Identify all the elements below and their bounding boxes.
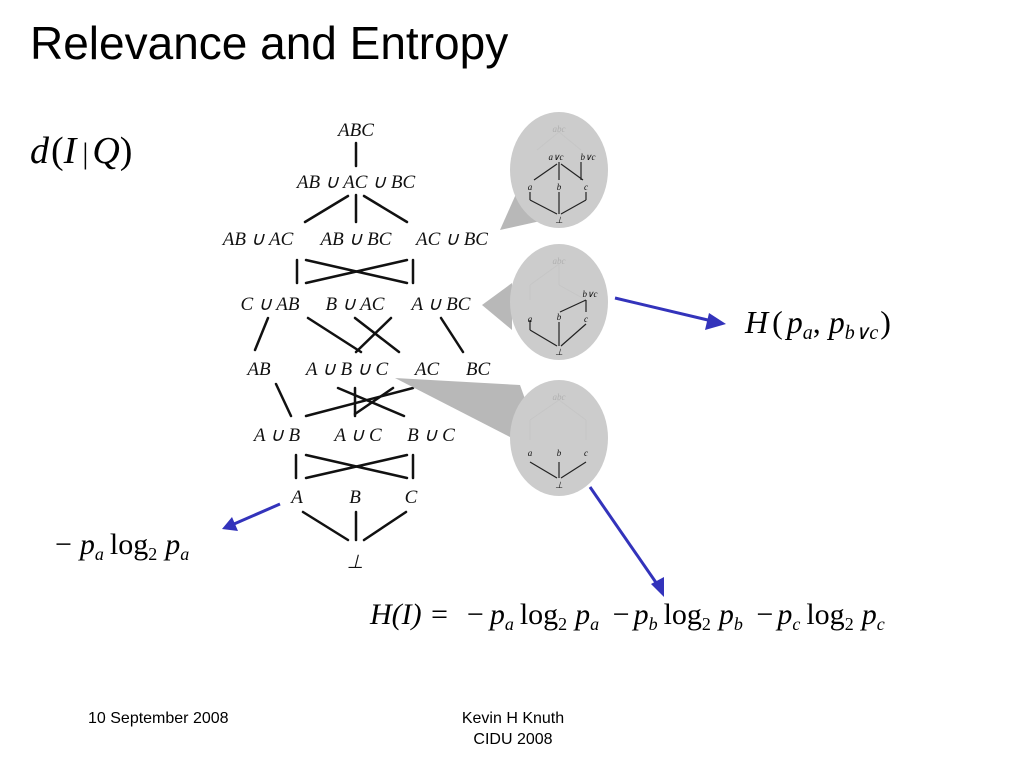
lattice-node: A ∪ B	[252, 425, 301, 446]
distance-formula: d(I|Q)	[30, 130, 132, 172]
mini-lattice-bubble-bottom: abc a b c ⊥	[510, 380, 608, 496]
lattice-node: B ∪ AC	[326, 294, 385, 315]
svg-text:b: b	[557, 448, 562, 458]
footer-event: CIDU 2008	[473, 730, 553, 748]
svg-text:a: a	[528, 448, 533, 458]
lattice-node: A	[289, 487, 303, 508]
mini-lattice-bubble-middle: abc b∨c a b c ⊥	[510, 244, 608, 360]
svg-text:c: c	[584, 314, 588, 324]
lattice-top: ABC	[336, 120, 374, 141]
svg-text:c: c	[584, 448, 588, 458]
svg-text:⊥: ⊥	[555, 347, 563, 357]
lattice-node: C	[405, 487, 418, 508]
svg-text:b: b	[557, 312, 562, 322]
hypothesis-lattice	[253, 141, 465, 542]
lattice-bottom: ⊥	[347, 552, 364, 573]
lattice-node: C ∪ AB	[241, 294, 300, 315]
footer-author: Kevin H Knuth CIDU 2008	[448, 709, 578, 751]
callout-pointer-bottom	[395, 378, 545, 455]
svg-text:a: a	[528, 182, 533, 192]
svg-text:abc: abc	[553, 392, 566, 402]
svg-text:abc: abc	[553, 256, 566, 266]
lattice-node: AB ∪ BC	[319, 229, 392, 250]
callout-pointer-middle	[482, 283, 512, 330]
lattice-node: B	[349, 487, 361, 508]
lattice-node: AB	[245, 359, 271, 380]
lattice-node: BC	[466, 359, 491, 380]
lattice-node: A ∪ BC	[410, 294, 471, 315]
lattice-node: AB ∪ AC	[221, 229, 294, 250]
lattice-node: AC	[413, 359, 440, 380]
blue-arrows	[222, 296, 726, 597]
lattice-node: AB ∪ AC ∪ BC	[295, 172, 416, 193]
footer-author-name: Kevin H Knuth	[461, 710, 565, 727]
svg-text:b∨c: b∨c	[582, 289, 597, 299]
lattice-node: B ∪ C	[407, 425, 455, 446]
svg-text:b: b	[557, 182, 562, 192]
svg-text:⊥: ⊥	[555, 480, 563, 490]
lattice-node: AC ∪ BC	[414, 229, 488, 250]
svg-text:a∨c: a∨c	[548, 152, 563, 162]
svg-text:a: a	[528, 314, 533, 324]
pair-entropy-formula: H(pa,pb∨c)	[744, 304, 891, 344]
mini-lattice-bubble-top: abc a∨c b∨c a b c ⊥	[510, 112, 608, 228]
footer-date: 10 September 2008	[88, 710, 229, 727]
lattice-node: A ∪ C	[332, 425, 382, 446]
svg-text:abc: abc	[553, 124, 566, 134]
slide-title: Relevance and Entropy	[30, 17, 509, 69]
lattice-node: A ∪ B ∪ C	[304, 359, 389, 380]
svg-text:c: c	[584, 182, 588, 192]
svg-text:b∨c: b∨c	[580, 152, 595, 162]
svg-text:⊥: ⊥	[555, 215, 563, 225]
